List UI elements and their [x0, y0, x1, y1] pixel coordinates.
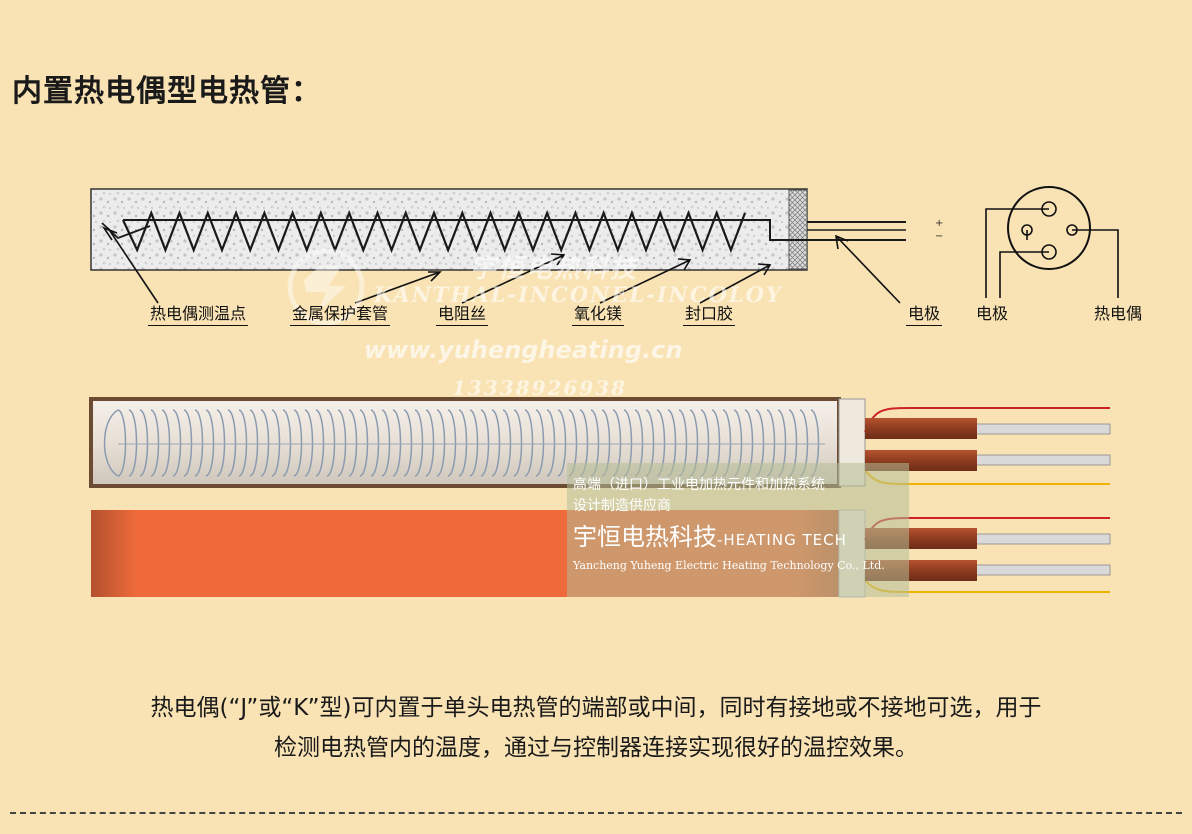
helix-loop [436, 409, 446, 477]
mgo-fill [90, 188, 808, 271]
helix-loop [260, 409, 270, 477]
leader-lines [101, 226, 901, 304]
helix-loop [304, 409, 314, 477]
helix-loop [425, 409, 435, 477]
label-end-thermocouple: 热电偶 [1094, 304, 1143, 323]
helix-loop [194, 409, 204, 477]
label-magnesium-oxide: 氧化镁 [572, 304, 625, 326]
helix-loop [337, 409, 347, 477]
helix-end [103, 409, 119, 477]
label-metal-sheath: 金属保护套管 [290, 304, 391, 326]
helix-loop [183, 409, 193, 477]
helix-loop [480, 409, 490, 477]
schematic-tube: + − [90, 188, 943, 271]
coil-return-wire [123, 219, 906, 241]
helix-loop [238, 409, 248, 477]
helix-loop [326, 409, 336, 477]
resistance-coil [122, 209, 747, 254]
helix-loop [491, 409, 501, 477]
helix-loop [392, 409, 402, 477]
promo-overlay: 高端（进口）工业电加热元件和加热系统 设计制造供应商 宇恒电热科技-HEATIN… [567, 463, 909, 597]
helix-loop [513, 409, 523, 477]
helix-loop [403, 409, 413, 477]
watermark-logo-icon [287, 248, 365, 326]
helix-loop [205, 409, 215, 477]
end-view [985, 186, 1119, 298]
heating-helix [103, 409, 820, 477]
helix-loop [557, 409, 567, 477]
helix-loop [458, 409, 468, 477]
helix-loop [447, 409, 457, 477]
promo-line1: 高端（进口）工业电加热元件和加热系统 [573, 477, 825, 493]
helix-loop [282, 409, 292, 477]
helix-loop [502, 409, 512, 477]
label-sealant: 封口胶 [683, 304, 736, 326]
cutaway-tube [89, 397, 866, 488]
helix-loop [139, 409, 149, 477]
description-line1: 热电偶(“J”或“K”型)可内置于单头电热管的端部或中间，同时有接地或不接地可选… [150, 695, 1042, 721]
helix-loop [469, 409, 479, 477]
helix-loop [535, 409, 545, 477]
description-line2: 检测电热管内的温度，通过与控制器连接实现很好的温控效果。 [274, 735, 918, 761]
plus-mark: + [935, 218, 943, 229]
label-resistance-wire: 电阻丝 [436, 304, 489, 326]
helix-loop [172, 409, 182, 477]
promo-line2: 设计制造供应商 [573, 498, 671, 514]
thermocouple-wire [101, 222, 151, 240]
seal-end [788, 189, 808, 270]
helix-loop [348, 409, 358, 477]
helix-loop [370, 409, 380, 477]
dashed-separator [10, 812, 1182, 814]
helix-loop [227, 409, 237, 477]
promo-brand-en: -HEATING TECH [717, 531, 847, 549]
helix-loop [414, 409, 424, 477]
label-electrode: 电极 [906, 304, 943, 326]
helix-loop [161, 409, 171, 477]
helix-loop [271, 409, 281, 477]
label-end-electrode: 电极 [976, 304, 1009, 323]
minus-mark: − [935, 231, 943, 242]
description: 热电偶(“J”或“K”型)可内置于单头电热管的端部或中间，同时有接地或不接地可选… [20, 688, 1172, 768]
helix-loop [524, 409, 534, 477]
label-thermocouple-point: 热电偶测温点 [148, 304, 249, 326]
helix-loop [381, 409, 391, 477]
page-title: 内置热电偶型电热管： [12, 74, 322, 109]
helix-loop [216, 409, 226, 477]
helix-loop [150, 409, 160, 477]
helix-loop [293, 409, 303, 477]
helix-loop [546, 409, 556, 477]
helix-loop [359, 409, 369, 477]
promo-brand: 宇恒电热科技-HEATING TECH [573, 520, 909, 557]
helix-loop [128, 409, 138, 477]
promo-company-en: Yancheng Yuheng Electric Heating Technol… [573, 559, 885, 572]
helix-loop [117, 409, 127, 477]
helix-loop [249, 409, 259, 477]
promo-brand-cn: 宇恒电热科技 [573, 523, 717, 551]
helix-loop [315, 409, 325, 477]
